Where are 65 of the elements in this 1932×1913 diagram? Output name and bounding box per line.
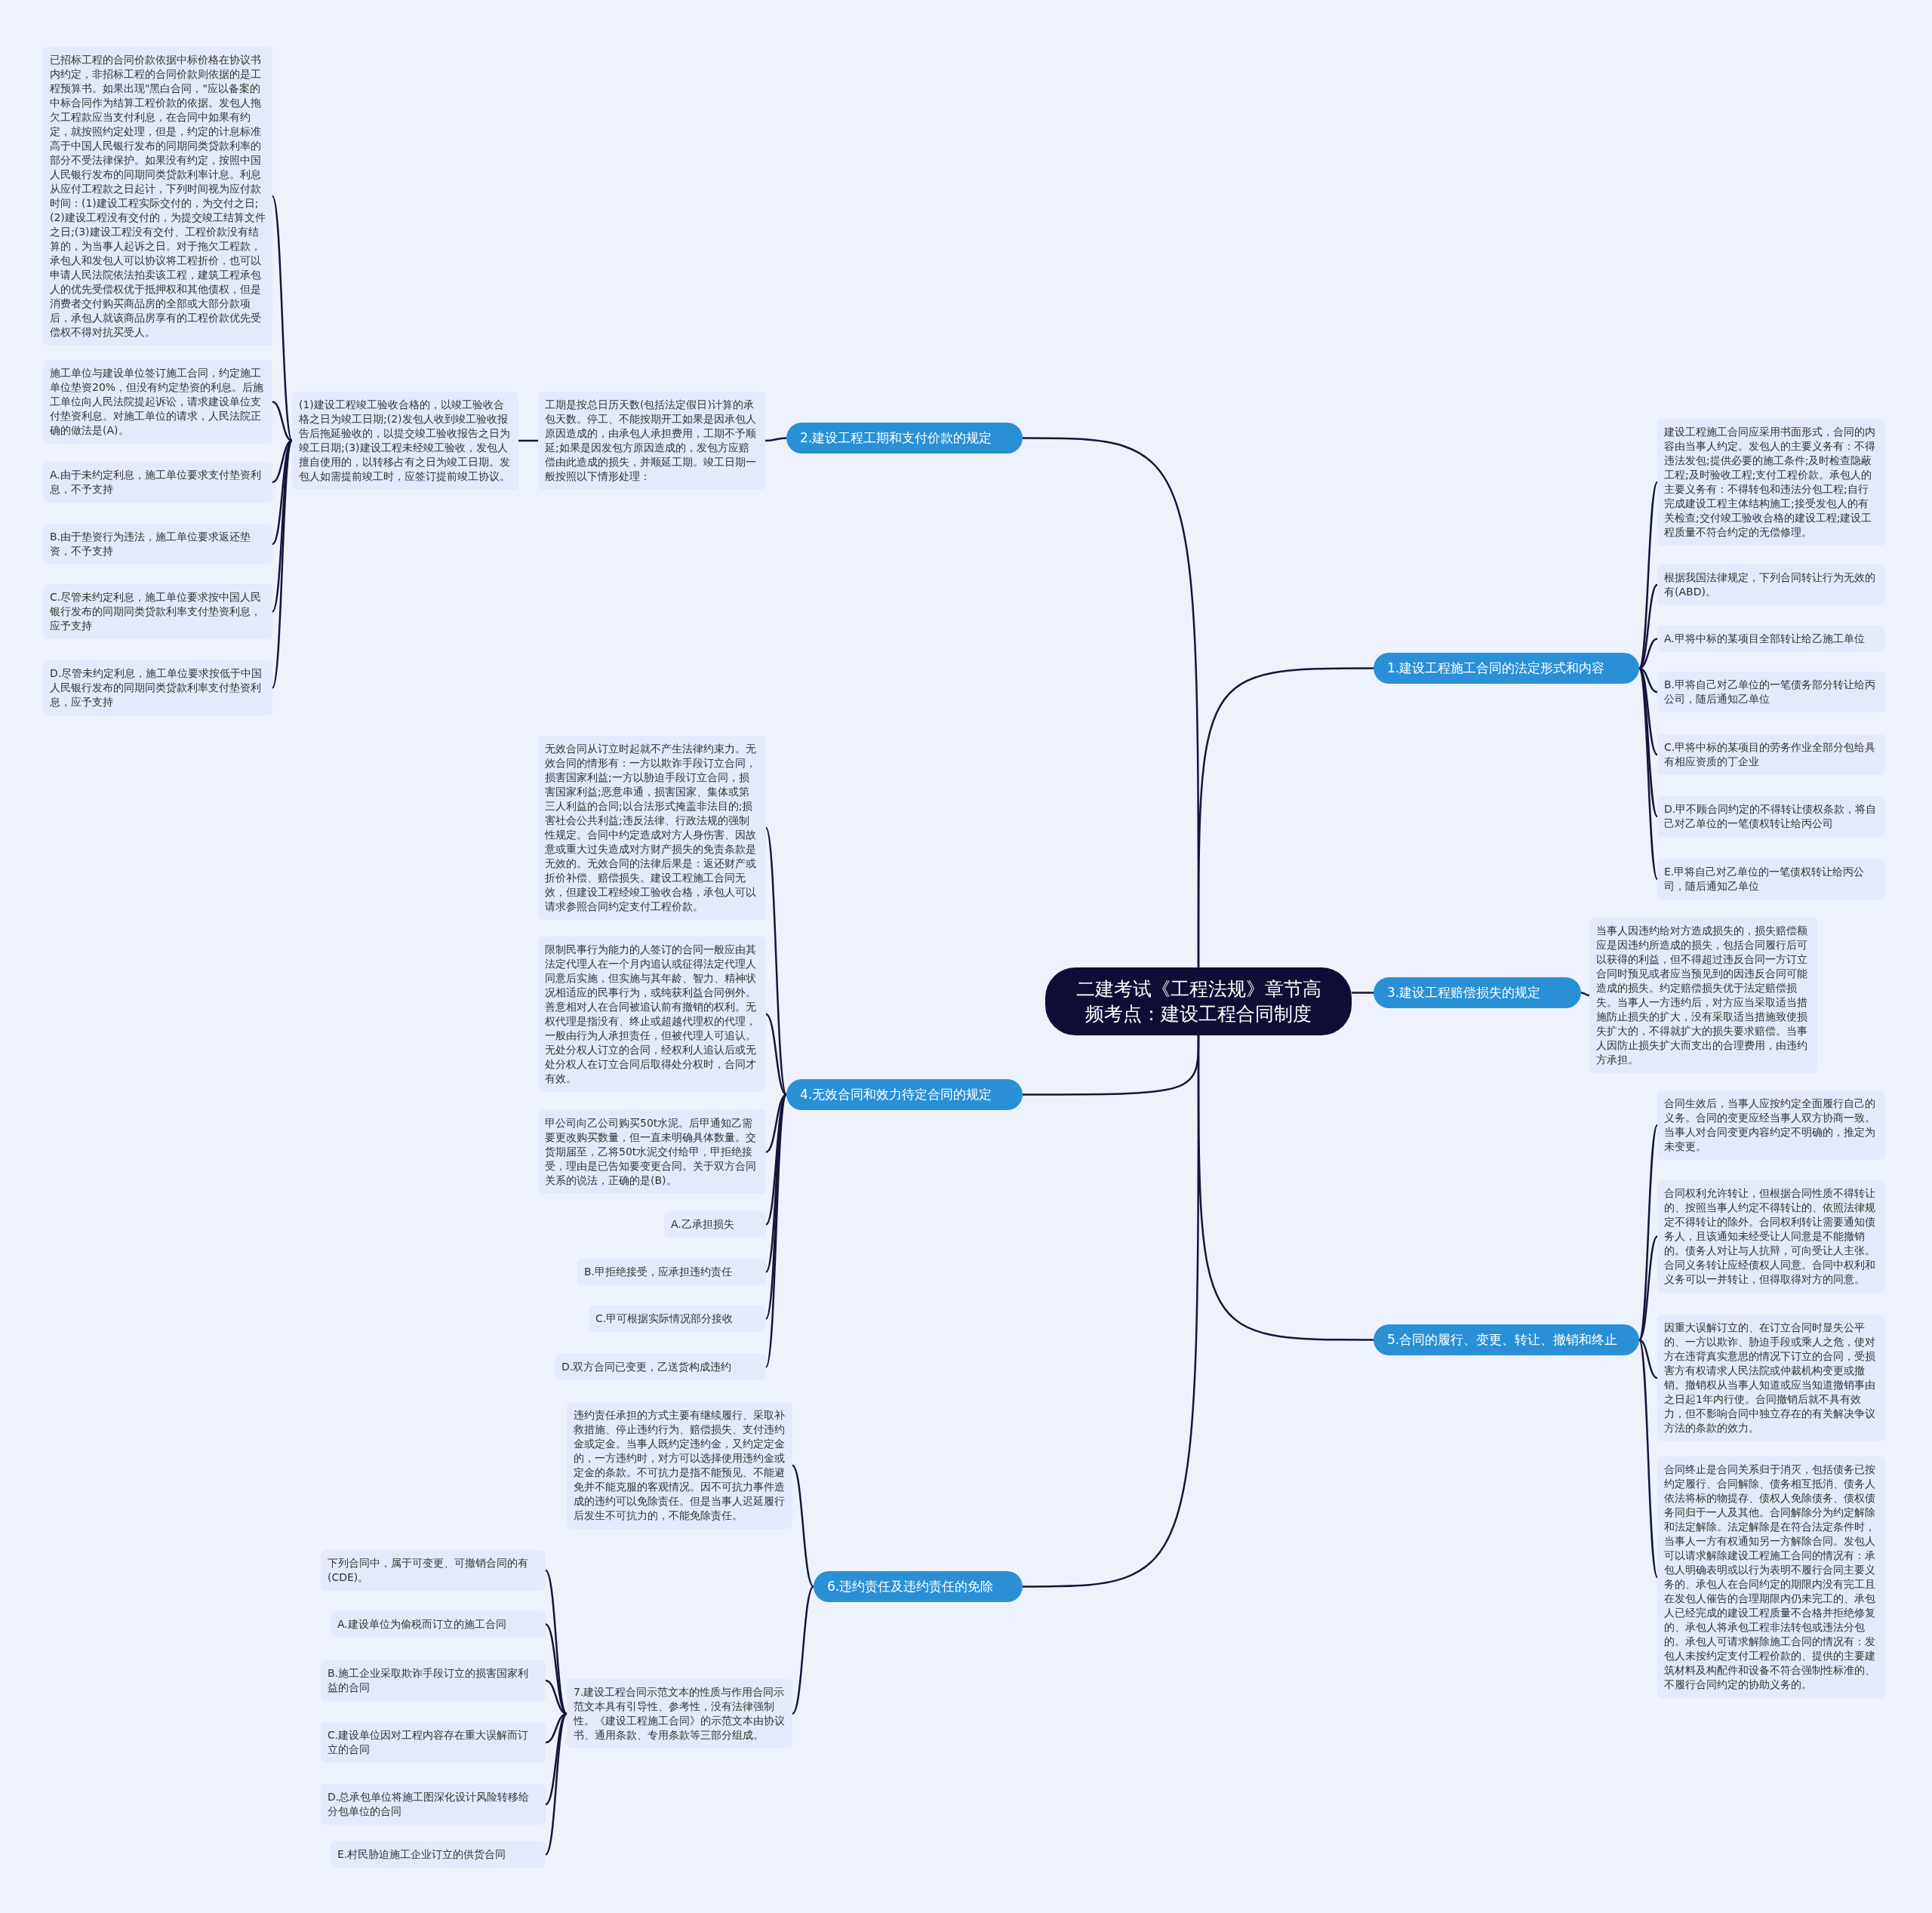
note-box: E.甲将自己对乙单位的一笔债权转让给丙公司，随后通知乙单位 (1657, 859, 1885, 900)
connector-line (272, 439, 293, 484)
connector-line (764, 437, 787, 442)
note-box: 合同终止是合同关系归于消灭，包括债务已按约定履行、合同解除、债务相互抵消、债务人依法将标的物提存、债权人免除债务、债权债务同归于一人及其他。合同解除分为约定解除和法定解除。法定解除是在符合法定条件时，当事人一方有权通知另一方解除合同。发包人可以请求解除建设工程施工合同的情况有：承包人明确表明或以行为表明不履行合同主要义务的、承包人在合同约定的期限内没有完工且在发包人催告的合理期限内仍未完工的、承包人已经完成的建设工程质量不合格并拒绝修复的、承包人将承包工程非法转包或违法分包的。承包人可请求解除施工合同的情况有：发包人未按约定支付工程价款的、提供的主要建筑材料及构配件和设备不符合强制性标准的、不履行合同约定的协助义务的。 (1657, 1456, 1885, 1698)
connector-line (765, 1093, 787, 1153)
connector-line (764, 1094, 788, 1367)
note-box: D.双方合同已变更，乙送货构成违约 (555, 1354, 766, 1380)
connector-line (271, 195, 294, 441)
connector-line (271, 440, 294, 689)
note-box: C.建设单位因对工程内容存在重大误解而订立的合同 (321, 1722, 546, 1763)
connector-line (545, 1570, 568, 1715)
connector-line (765, 1013, 787, 1096)
connector-line (545, 1713, 568, 1856)
central-topic: 二建考试《工程法规》章节高频考点：建设工程合同制度 (1045, 967, 1352, 1035)
note-box: 当事人因违约给对方造成损失的，损失赔偿额应是因违约所造成的损失，包括合同履行后可以获得的利益，但不得超过违反合同一方订立合同时预见或者应当预见到的因违反合同可能造成的损失。约定赔偿损失优于法定赔偿损失。当事人一方违约后，对方应当采取适当措施防止损失的扩大，没有采取适当措施致使损失扩大的，不得就扩大的损失要求赔偿。当事人因防止损失扩大而支出的合理费用，由违约方承担。 (1589, 918, 1817, 1073)
connector-line (764, 827, 788, 1095)
branch-topic: 5.合同的履行、变更、转让、撤销和终止 (1374, 1324, 1639, 1355)
note-box: B.由于垫资行为违法，施工单位要求返还垫资，不予支持 (43, 524, 272, 564)
note-box: A.乙承担损失 (664, 1211, 766, 1238)
branch-topic: 4.无效合同和效力待定合同的规定 (786, 1079, 1023, 1110)
note-box: 合同权利允许转让，但根据合同性质不得转让的、按照当事人约定不得转让的、依照法律规定不得转让的除外。合同权利转让需要通知债务人，且该通知未经受让人同意是不能撤销的。债务人对让与人抗辩，可向受让人主张。合同义务转让应经债权人同意。合同中权利和义务可以一并转让，但得取得对方的同意。 (1657, 1180, 1885, 1293)
note-box: A.甲将中标的某项目全部转让给乙施工单位 (1657, 626, 1885, 652)
note-box: C.甲将中标的某项目的劳务作业全部分包给具有相应资质的丁企业 (1657, 734, 1885, 775)
note-box: A.由于未约定利息，施工单位要求支付垫资利息，不予支持 (43, 462, 272, 503)
connector-line (1023, 1035, 1200, 1588)
note-box: B.甲将自己对乙单位的一笔债务部分转让给丙公司，随后通知乙单位 (1657, 672, 1885, 712)
connector-line (792, 1465, 814, 1588)
connector-line (1023, 437, 1200, 967)
note-box: C.甲可根据实际情况部分接收 (589, 1306, 766, 1332)
note-box: B.施工企业采取欺诈手段订立的损害国家利益的合同 (321, 1660, 546, 1701)
connector-line (1638, 1339, 1658, 1379)
connector-line (1638, 584, 1658, 669)
branch-topic: 1.建设工程施工合同的法定形式和内容 (1374, 653, 1639, 684)
branch-topic: 2.建设工程工期和支付价款的规定 (786, 423, 1023, 454)
branch-topic: 3.建设工程赔偿损失的规定 (1374, 977, 1581, 1008)
note-box: 施工单位与建设单位签订施工合同，约定施工单位垫资20%，但没有约定垫资的利息。后施工单位向人民法院提起诉讼，请求建设单位支付垫资利息。对施工单位的请求，人民法院正确的做法是(A)。 (43, 360, 272, 444)
note-box: 合同生效后，当事人应按约定全面履行自己的义务。合同的变更应经当事人双方协商一致。当事人对合同变更内容约定不明确的，推定为未变更。 (1657, 1090, 1885, 1160)
note-box: A.建设单位为偷税而订立的施工合同 (331, 1611, 546, 1638)
note-box: D.尽管未约定利息，施工单位要求按低于中国人民银行发布的同期同类贷款利率支付垫资利息，应予支持 (43, 660, 272, 715)
note-box: C.尽管未约定利息，施工单位要求按中国人民银行发布的同期同类贷款利率支付垫资利息，应予支持 (43, 584, 272, 639)
note-box: D.总承包单位将施工图深化设计风险转移给分包单位的合同 (321, 1784, 546, 1825)
connector-line (1638, 1339, 1659, 1578)
connector-line (1638, 1235, 1658, 1341)
note-box: 建设工程施工合同应采用书面形式，合同的内容由当事人约定。发包人的主要义务有：不得违法发包;提供必要的施工条件;及时检查隐蔽工程;及时验收工程;支付工程价款。承包人的主要义务有：不得转包和违法分包工程;自行完成建设工程主体结构施工;接受发包人的有关检查;交付竣工验收合格的建设工程;建设工程质量不符合约定的无偿修理。 (1657, 419, 1885, 546)
note-box: (1)建设工程竣工验收合格的，以竣工验收合格之日为竣工日期;(2)发包人收到竣工验收报告后拖延验收的，以提交竣工验收报告之日为竣工日期;(3)建设工程未经竣工验收，发包人擅自使用的，以转移占有之日为竣工日期。发包人如需提前竣工时，应签订提前竣工协议。 (292, 392, 518, 490)
connector-line (518, 439, 538, 442)
note-box: D.甲不顾合同约定的不得转让债权条款，将自己对乙单位的一笔债权转让给丙公司 (1657, 796, 1885, 837)
connector-line (1580, 992, 1590, 997)
note-box: 根据我国法律规定，下列合同转让行为无效的有(ABD)。 (1657, 564, 1885, 605)
connector-line (272, 401, 293, 442)
note-box: E.村民胁迫施工企业订立的供货合同 (331, 1841, 546, 1868)
note-box: 甲公司向乙公司购买50t水泥。后甲通知乙需要更改购买数量，但一直未明确具体数量。交货期届至，乙将50t水泥交付给甲，甲拒绝接受，理由是已告知要变更合同。关于双方合同关系的说法，正确的是(B)。 (538, 1110, 766, 1194)
note-box: 无效合同从订立时起就不产生法律约束力。无效合同的情形有：一方以欺诈手段订立合同，损害国家利益;一方以胁迫手段订立合同，损害国家利益;恶意串通，损害国家、集体或第三人利益的合同;以合法形式掩盖非法目的;损害社会公共利益;违反法律、行政法规的强制性规定。合同中约定造成对方人身伤害、因故意或重大过失造成对方财产损失的免责条款是无效的。无效合同的法律后果是：返还财产或折价补偿、赔偿损失。建设工程施工合同无效，但建设工程经竣工验收合格，承包人可以请求参照合同约定支付工程价款。 (538, 736, 766, 920)
branch-topic: 6.违约责任及违约责任的免除 (814, 1571, 1023, 1602)
note-box: 因重大误解订立的、在订立合同时显失公平的、一方以欺诈、胁迫手段或乘人之危，使对方在违背真实意思的情况下订立的合同，受损害方有权请求人民法院或仲裁机构变更或撤销。撤销权从当事人知道或应当知道撤销事由之日起1年内行使。合同撤销后就不具有效力，但不影响合同中独立存在的有关解决争议方法的条款的效力。 (1657, 1315, 1885, 1441)
connector-line (792, 1585, 814, 1715)
note-box: 已招标工程的合同价款依据中标价格在协议书内约定，非招标工程的合同价款则依据的是工程预算书。如果出现"黑白合同，"应以备案的中标合同作为结算工程价款的依据。发包人拖欠工程款应当支付利息，在合同中如果有约定，就按照约定处理，但是，约定的计息标准高于中国人民银行发布的同期同类贷款利率的部分不受法律保护。如果没有约定，按照中国人民银行发布的同期同类贷款利率计息。利息从应付工程款之日起计，下列时间视为应付款时间：(1)建设工程实际交付的，为交付之日;(2)建设工程没有交付的，为提交竣工结算文件之日;(3)建设工程没有交付、工程价款没有结算的，为当事人起诉之日。对于拖欠工程款，承包人和发包人可以协议将工程折价，也可以申请人民法院依法拍卖该工程，建筑工程承包人的优先受偿权优于抵押权和其他债权，但是消费者交付购买商品房的全部或大部分款项后，承包人就该商品房享有的工程价款优先受偿权不得对抗买受人。 (43, 47, 272, 346)
note-box: 违约责任承担的方式主要有继续履行、采取补救措施、停止违约行为、赔偿损失、支付违约金或定金。当事人既约定违约金，又约定定金的，一方违约时，对方可以选择使用违约金或定金的条款。不可抗力是指不能预见、不能避免并不能克服的客观情况。因不可抗力事件造成的违约可以免除责任。但是当事人迟延履行后发生不可抗力的，不能免除责任。 (567, 1402, 792, 1529)
note-box: B.甲拒绝接受，应承担违约责任 (577, 1259, 766, 1285)
note-box: 下列合同中，属于可变更、可撤销合同的有(CDE)。 (321, 1550, 546, 1591)
note-box: 工期是按总日历天数(包括法定假日)计算的承包天数。停工、不能按期开工如果是因承包人原因造成的，由承包人承担费用，工期不予顺延;如果是因发包方原因造成的，发包方应赔偿由此造成的损失，并顺延工期。竣工日期一般按照以下情形处理： (538, 392, 765, 490)
connector-line (1352, 992, 1374, 994)
note-box: 7.建设工程合同示范文本的性质与作用合同示范文本具有引导性、参考性，没有法律强制性。《建设工程施工合同》的示范文本由协议书、通用条款、专用条款等三部分组成。 (567, 1679, 792, 1748)
connector-line (545, 1623, 568, 1715)
note-box: 限制民事行为能力的人签订的合同一般应由其法定代理人在一个月内追认或征得法定代理人同意后实施，但实施与其年龄、智力、精神状况相适应的民事行为，或纯获利益合同例外。善意相对人在合同被追认前有撤销的权利。无权代理是指没有、终止或超越代理权的代理，一般由行为人承担责任，但被代理人可追认。无处分权人订立的合同，经权利人追认后或无处分权人在订立合同后取得处分权时，合同才有效。 (538, 937, 766, 1092)
